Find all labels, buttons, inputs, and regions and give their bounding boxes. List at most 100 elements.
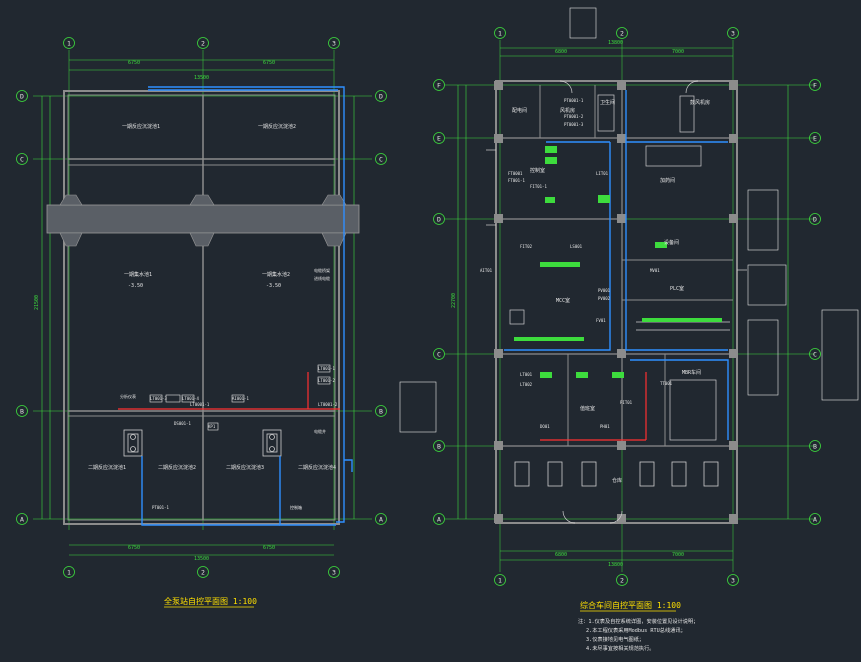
right-axis-bottom-1: 1: [494, 574, 506, 586]
right-tag-18: PIT01: [620, 400, 633, 405]
right-axis-right-D: D: [809, 213, 821, 225]
left-plan-title: 全泵站自控平面图 1:100: [164, 596, 257, 606]
left-axis-left-A-circle: [16, 513, 28, 525]
left-room-7: 二期反应沉淀池3: [226, 464, 264, 471]
right-tag-17: TT001: [660, 381, 673, 386]
right-axis-right-C-label: C: [813, 351, 817, 359]
right-dim-side: 22700: [451, 293, 457, 308]
right-tag-9: LS001: [570, 244, 583, 249]
left-tag-2: LT001-2: [318, 378, 335, 383]
left-axis-bottom-2: 2: [197, 566, 209, 578]
left-room-4: 一期集水池2: [262, 271, 290, 278]
left-axis-right-C: C: [375, 153, 387, 165]
left-axis-bottom-1-circle: [63, 566, 75, 578]
right-axis-left-F-label: F: [437, 82, 441, 90]
left-note-5: 控制箱: [290, 504, 302, 510]
left-axis-top-1-circle: [63, 37, 75, 49]
right-axis-bottom-2-circle: [616, 574, 628, 586]
right-axis-right-B-label: B: [813, 443, 817, 451]
right-tag-13: MV01: [650, 268, 660, 273]
left-room-6: 二期反应沉淀池2: [158, 464, 196, 471]
right-dimension-text: 6800 7000 13800 6800 7000 13800 22700: [451, 40, 684, 568]
left-dim-side: 21500: [34, 295, 40, 310]
right-axis-right-F: F: [809, 79, 821, 91]
right-tag-15: LT001: [520, 372, 533, 377]
right-tag-3: PT0001-3: [564, 122, 584, 127]
right-axis-top-3: 3: [727, 27, 739, 39]
right-axis-right-E-circle: [809, 132, 821, 144]
right-axis-bottom-3: 3: [727, 574, 739, 586]
right-tag-11: PV001: [598, 288, 611, 293]
left-axis-bottom-3-label: 3: [332, 569, 336, 577]
left-axis-right-D: D: [375, 90, 387, 102]
right-axis-left-A: A: [433, 513, 445, 525]
right-tag-10: AIT01: [480, 268, 493, 273]
left-axis-right-A: A: [375, 513, 387, 525]
right-tag-20: PH01: [600, 424, 610, 429]
right-note-1: 注：1.仪表及自控系统详图，安装位置见设计说明；: [578, 617, 698, 625]
right-note-2: 2.本工程仪表采用Modbus RTU总线通讯；: [586, 626, 686, 634]
right-axis-left-A-label: A: [437, 516, 441, 524]
right-axis-left-C-circle: [433, 348, 445, 360]
right-doors: [486, 80, 747, 524]
right-axis-top-2: 2: [616, 27, 628, 39]
right-room-11: 仓库: [612, 477, 622, 484]
left-dim-top-2: 6750: [263, 60, 275, 66]
right-tag-8: FIT02: [520, 244, 533, 249]
right-tag-14: FV01: [596, 318, 606, 323]
right-room-10: 卫生间: [600, 99, 615, 106]
left-note-3: 分析仪表: [120, 393, 136, 399]
right-axis-top-3-circle: [727, 27, 739, 39]
left-axis-left-D-label: D: [20, 93, 24, 101]
left-axis-left-A: A: [16, 513, 28, 525]
right-axis-left-E-circle: [433, 132, 445, 144]
right-dim-top-1: 6800: [555, 49, 567, 55]
right-room-8: 值班室: [580, 405, 595, 412]
left-room-1: 一期反应沉淀池1: [122, 123, 160, 130]
left-dimension-text: 6750 6750 13500 6750 6750 13500 21500: [34, 60, 275, 562]
left-axis-right-A-circle: [375, 513, 387, 525]
left-axis-left-B: B: [16, 405, 28, 417]
left-axis-top-3-circle: [328, 37, 340, 49]
right-axis-top-3-label: 3: [731, 30, 735, 38]
left-axis-right-B-label: B: [379, 408, 383, 416]
right-plan: [399, 7, 859, 572]
left-tag-4: LT001-4: [182, 396, 199, 401]
right-axis-left-B: B: [433, 440, 445, 452]
right-columns: [494, 81, 738, 523]
right-room-5: MCC室: [556, 297, 570, 304]
left-note-4: 电缆井: [314, 428, 326, 434]
left-note-1: 电缆桥架: [314, 267, 330, 273]
right-axis-right-B: B: [809, 440, 821, 452]
left-axis-bottom-3-circle: [328, 566, 340, 578]
left-dimension-lines: [41, 59, 355, 556]
left-room-5: 二期反应沉淀池1: [88, 464, 126, 471]
right-cable-blue: [504, 90, 729, 440]
left-axis-left-C-circle: [16, 153, 28, 165]
left-room-labels: 一期反应沉淀池1 一期反应沉淀池2 一期集水池1 一期集水池2 二期反应沉淀池1…: [88, 123, 336, 471]
right-axis-top-2-circle: [616, 27, 628, 39]
right-axis-left-D-circle: [433, 213, 445, 225]
right-axis-left-D: D: [433, 213, 445, 225]
right-axis-right-C: C: [809, 348, 821, 360]
left-axis-right-D-circle: [375, 90, 387, 102]
left-tag-9: KP1: [208, 424, 216, 429]
right-axis-left-B-label: B: [437, 443, 441, 451]
right-axis-right-E-label: E: [813, 135, 817, 143]
right-dim-top-total: 13800: [608, 40, 623, 46]
right-dim-bottom-1: 6800: [555, 552, 567, 558]
left-dim-bottom-total: 13500: [194, 556, 209, 562]
right-room-9: 鼓风机房: [690, 99, 710, 106]
right-room-7: MBR车间: [682, 369, 701, 376]
right-tag-5: FT001-1: [508, 178, 525, 183]
right-axis-right-C-circle: [809, 348, 821, 360]
right-tag-6: FIT01-1: [530, 184, 547, 189]
left-axis-bottom-3: 3: [328, 566, 340, 578]
right-axis-right-A-circle: [809, 513, 821, 525]
left-axis-left-C-label: C: [20, 156, 24, 164]
right-axis-left-B-circle: [433, 440, 445, 452]
right-room-2: 风机房: [560, 107, 575, 114]
left-tag-6: LT0001-2: [318, 402, 338, 407]
right-axis-right-E: E: [809, 132, 821, 144]
